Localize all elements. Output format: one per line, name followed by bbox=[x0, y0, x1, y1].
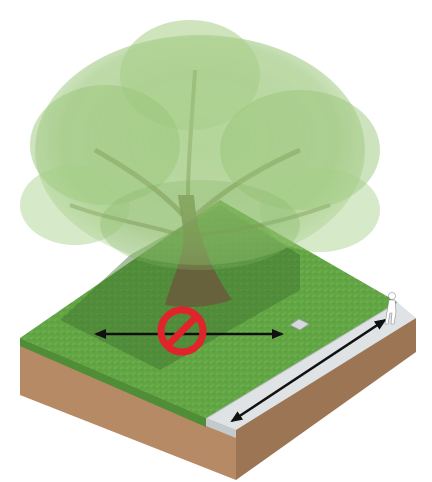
tree-canopy bbox=[20, 20, 380, 270]
